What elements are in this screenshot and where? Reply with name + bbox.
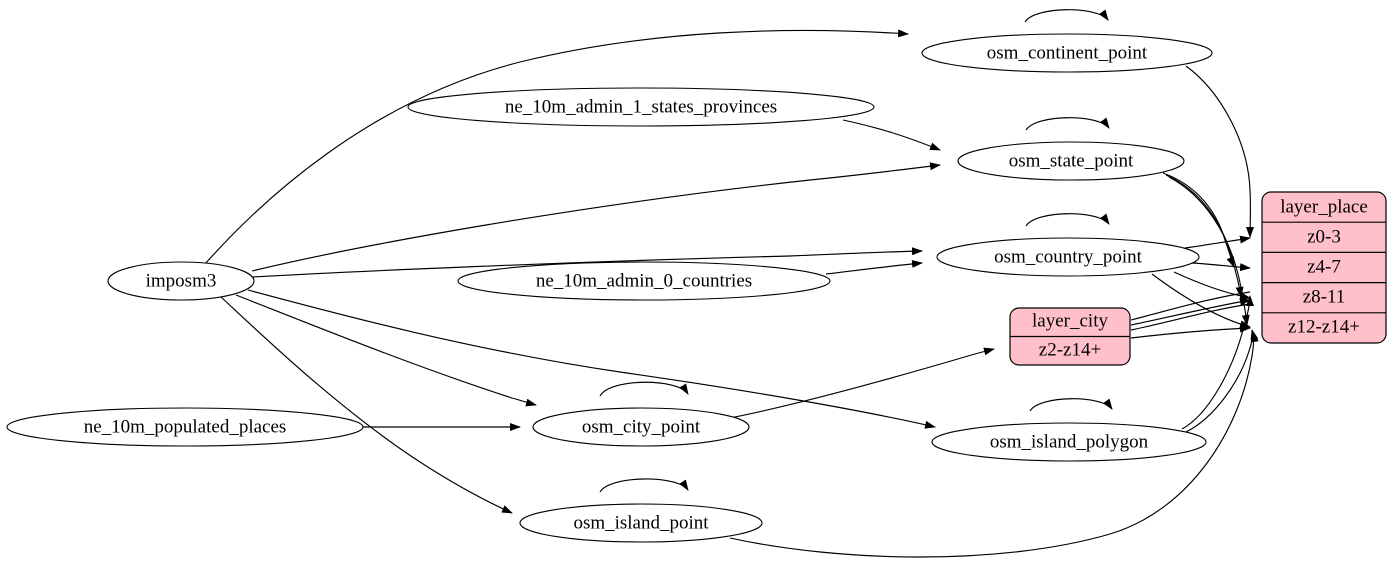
node-imposm3[interactable]: imposm3	[107, 261, 255, 301]
node-shape-osm_city_point[interactable]	[532, 407, 750, 447]
node-shape-osm_country_point[interactable]	[936, 237, 1200, 277]
edge-ne_10m_admin_1_states_provinces-osm_state_point	[842, 119, 941, 151]
node-osm_island_point[interactable]: osm_island_point	[519, 503, 763, 543]
node-shape-osm_continent_point[interactable]	[921, 33, 1213, 73]
node-shape-osm_state_point[interactable]	[957, 141, 1185, 181]
node-ne_10m_populated_places[interactable]: ne_10m_populated_places	[6, 407, 364, 447]
record-node-layer_place[interactable]: layer_place z0-3 z4-7 z8-11 z12-z14+	[1261, 191, 1387, 344]
edge-self-osm_island_polygon	[1029, 398, 1113, 412]
node-shape-osm_island_polygon[interactable]	[931, 422, 1207, 462]
edge-layer_city-layer_place-strand-b	[1130, 303, 1251, 331]
edge-imposm3-osm_continent_point	[204, 29, 909, 265]
node-shape-osm_island_point[interactable]	[519, 503, 763, 543]
edge-osm_island_point-layer_place-z12_z14	[729, 331, 1259, 558]
edge-imposm3-osm_country_point	[252, 247, 923, 278]
edge-osm_country_point-layer_place-z4_7	[1191, 262, 1251, 272]
edge-osm_state_point-layer_place-z4_7	[1162, 172, 1235, 268]
node-shape-ne_10m_admin_1_states_provinces[interactable]	[407, 87, 875, 127]
edge-layer	[204, 9, 1259, 558]
edge-imposm3-osm_state_point	[251, 162, 941, 272]
edge-imposm3-osm_island_polygon	[247, 289, 936, 429]
edge-self-osm_state_point	[1025, 117, 1110, 131]
node-osm_state_point[interactable]: osm_state_point	[957, 141, 1185, 181]
edge-osm_island_polygon-layer_place-z12_z14	[1185, 329, 1259, 433]
node-shape-imposm3[interactable]	[107, 261, 255, 301]
record-node-layer: layer_place z0-3 z4-7 z8-11 z12-z14+ lay…	[1009, 191, 1387, 366]
edge-imposm3-osm_city_point	[235, 294, 537, 407]
edge-self-osm_island_point	[599, 478, 689, 493]
node-ne_10m_admin_0_countries[interactable]: ne_10m_admin_0_countries	[457, 261, 831, 301]
edge-self-osm_country_point	[1025, 213, 1110, 227]
node-osm_country_point[interactable]: osm_country_point	[936, 237, 1200, 277]
edge-imposm3-osm_island_point	[220, 296, 513, 514]
node-shape-ne_10m_admin_0_countries[interactable]	[457, 261, 831, 301]
edge-osm_country_point-layer_place-z8_11	[1173, 271, 1251, 300]
record-node-layer_city[interactable]: layer_city z2-z14+	[1009, 307, 1131, 366]
edge-osm_country_point-layer_place-z12_z14	[1151, 273, 1251, 329]
node-osm_continent_point[interactable]: osm_continent_point	[921, 33, 1213, 73]
node-ne_10m_admin_1_states_provinces[interactable]: ne_10m_admin_1_states_provinces	[407, 87, 875, 127]
node-osm_city_point[interactable]: osm_city_point	[532, 407, 750, 447]
edge-self-osm_continent_point	[1024, 9, 1109, 23]
edge-osm_country_point-layer_place-z0_3	[1184, 235, 1251, 249]
edge-osm_state_point-layer_place-z8_11	[1165, 174, 1244, 298]
edge-osm_continent_point-layer_place-z0_3	[1185, 65, 1255, 238]
edge-layer_city-layer_place-z12_z14	[1130, 324, 1251, 339]
edge-ne_10m_admin_0_countries-osm_country_point	[825, 259, 923, 275]
edge-self-osm_city_point	[599, 381, 689, 397]
edge-osm_city_point-layer_city-z2_z14	[729, 347, 995, 419]
node-layer: imposm3 ne_10m_admin_1_states_provinces …	[6, 33, 1213, 543]
edge-layer_city-layer_place-z8_11	[1130, 297, 1251, 326]
edge-osm_island_polygon-layer_place-z8_11	[1181, 295, 1254, 430]
node-shape-ne_10m_populated_places[interactable]	[6, 407, 364, 447]
node-osm_island_polygon[interactable]: osm_island_polygon	[931, 422, 1207, 462]
edge-layer_city-layer_place-strand-a	[1130, 291, 1251, 321]
record-body-layer_place[interactable]	[1261, 191, 1387, 344]
